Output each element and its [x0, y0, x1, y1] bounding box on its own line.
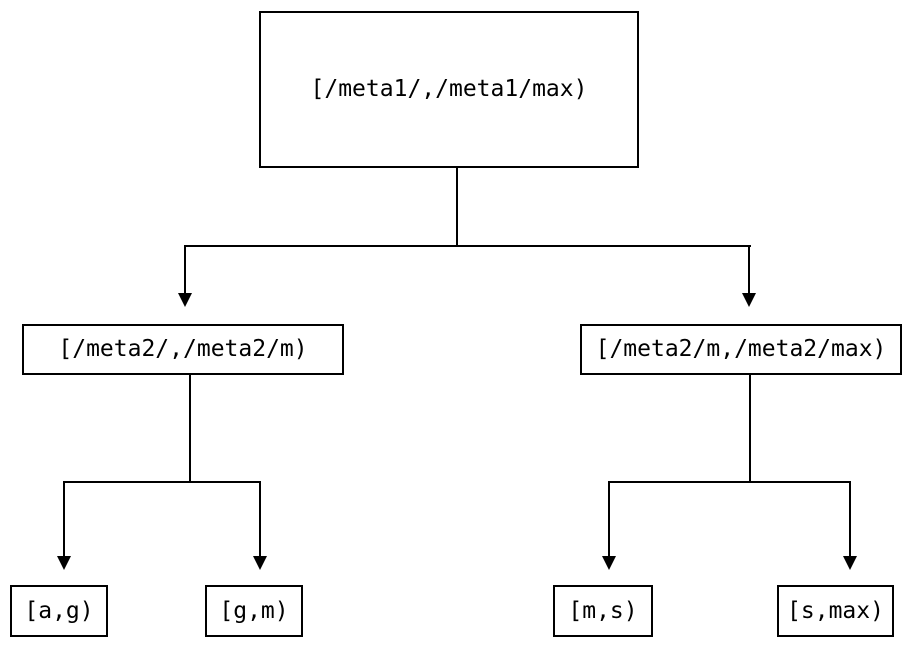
node-leaf-ag-label: [a,g) [24, 597, 94, 624]
arrowhead-mid-left-to-leaf-gm [253, 556, 267, 570]
edge-root-stem [456, 168, 458, 247]
edge-mid-left-bus [64, 481, 261, 483]
node-leaf-gm-label: [g,m) [219, 597, 289, 624]
node-mid-right[interactable]: [/meta2/m,/meta2/max) [580, 324, 902, 375]
edge-root-to-mid-left [184, 245, 186, 293]
edge-mid-right-to-leaf-ms [608, 481, 610, 556]
node-leaf-smax[interactable]: [s,max) [777, 585, 894, 637]
arrowhead-mid-right-to-leaf-ms [602, 556, 616, 570]
arrowhead-root-to-mid-left [178, 293, 192, 307]
node-root-label: [/meta1/,/meta1/max) [310, 76, 588, 102]
node-leaf-ms[interactable]: [m,s) [553, 585, 653, 637]
node-leaf-smax-label: [s,max) [787, 597, 884, 624]
edge-root-bus [185, 245, 751, 247]
edge-mid-left-to-leaf-ag [63, 481, 65, 556]
edge-root-to-mid-right [748, 245, 750, 293]
arrowhead-mid-right-to-leaf-smax [843, 556, 857, 570]
node-leaf-ms-label: [m,s) [568, 597, 638, 624]
arrowhead-mid-left-to-leaf-ag [57, 556, 71, 570]
node-mid-left[interactable]: [/meta2/,/meta2/m) [22, 324, 344, 375]
node-mid-right-label: [/meta2/m,/meta2/max) [595, 336, 887, 362]
edge-mid-right-stem [749, 375, 751, 483]
edge-mid-left-to-leaf-gm [259, 481, 261, 556]
node-mid-left-label: [/meta2/,/meta2/m) [58, 336, 308, 362]
edge-mid-right-to-leaf-smax [849, 481, 851, 556]
node-leaf-ag[interactable]: [a,g) [10, 585, 108, 637]
node-root[interactable]: [/meta1/,/meta1/max) [259, 11, 639, 168]
edge-mid-right-bus [609, 481, 851, 483]
node-leaf-gm[interactable]: [g,m) [205, 585, 303, 637]
edge-mid-left-stem [189, 375, 191, 483]
arrowhead-root-to-mid-right [742, 293, 756, 307]
